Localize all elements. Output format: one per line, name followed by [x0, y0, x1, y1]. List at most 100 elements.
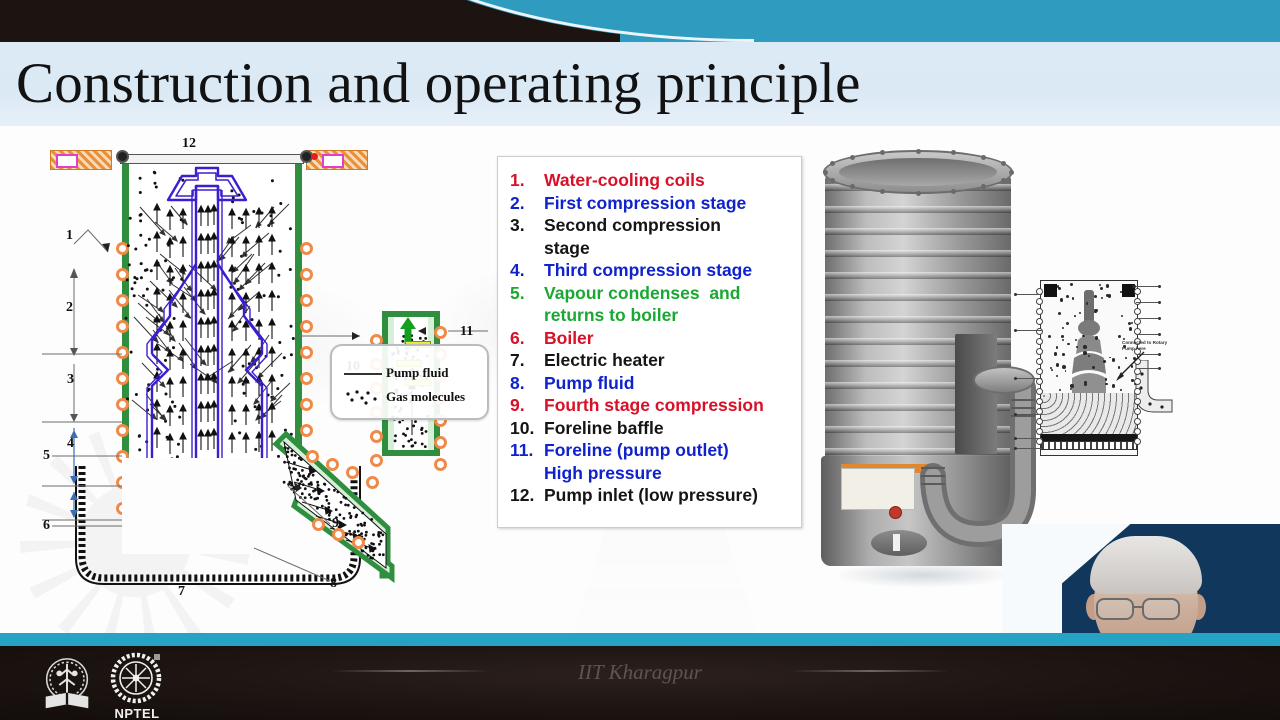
mini-cooling-coil [1036, 298, 1043, 305]
cooling-fin [825, 206, 1011, 213]
cooling-coil [300, 320, 313, 333]
pump-photo-junction-box [955, 334, 997, 454]
mini-gas-molecule [1062, 338, 1065, 341]
mini-cooling-coil [1134, 338, 1141, 345]
pump-photo-foreline-flange [973, 366, 1035, 394]
mini-leader [1016, 294, 1042, 295]
cooling-coil [352, 536, 365, 549]
callout-8: 8 [330, 576, 337, 591]
mini-leader [1136, 334, 1158, 335]
footer-rule-right [790, 670, 950, 672]
mini-gas-molecule [1132, 356, 1136, 361]
cooling-fin [825, 294, 1011, 301]
legend-item-label: Foreline baffle [544, 417, 664, 438]
cooling-fin [825, 360, 1011, 367]
mini-caption-arrow [1116, 351, 1145, 381]
legend-item-number: 3. [510, 215, 525, 235]
mini-cooling-coil [1036, 368, 1043, 375]
mini-gas-molecule [1103, 360, 1106, 363]
mini-gas-molecule [1062, 353, 1066, 357]
mini-leader-dot [1014, 413, 1017, 416]
mini-cooling-coil [1134, 418, 1141, 425]
jacket-interior-mask [122, 458, 312, 554]
mini-cooling-coil [1134, 318, 1141, 325]
inlet-flange-bolt-square-left [56, 154, 78, 168]
mini-gas-molecule [1078, 311, 1082, 314]
mini-cooling-coil [1134, 288, 1141, 295]
cooling-coil [116, 242, 129, 255]
mini-gas-molecule [1119, 291, 1122, 294]
mini-gas-molecule [1056, 285, 1059, 288]
mini-gas-molecule [1111, 358, 1116, 362]
legend-item-1: 1. Water-cooling coils [510, 169, 705, 192]
flange-bolt [981, 184, 987, 190]
cooling-coil [116, 294, 129, 307]
cooling-coil [300, 424, 313, 437]
mini-gas-molecule [1083, 351, 1088, 355]
mini-cooling-coil [1134, 428, 1141, 435]
mini-schematic-caption: Connected to Rotary Pump here [1122, 340, 1168, 351]
callout-7: 7 [178, 584, 185, 599]
presenter-glasses-right-lens [1142, 598, 1180, 620]
diffusion-pump-cutaway-diagram: 1 2 3 4 5 6 7 8 9 10 11 12 Pump fluid [30, 136, 500, 626]
mini-leader-dot [1014, 329, 1017, 332]
legend-item-label: Third compression stage [544, 260, 753, 280]
cooling-coil [326, 458, 339, 471]
cooling-coil [312, 518, 325, 531]
cooling-fin [825, 426, 1011, 433]
mini-leader-dot [1014, 377, 1017, 380]
callout-3: 3 [67, 372, 74, 387]
mini-gas-molecule [1053, 351, 1058, 356]
mini-gas-molecule [1050, 368, 1053, 371]
pump-photo-sight-glass [893, 534, 900, 551]
nptel-wordmark: NPTEL [114, 706, 160, 720]
mini-gas-molecule [1047, 334, 1052, 339]
mini-gas-molecule [1133, 382, 1137, 386]
legend-item-label: Water-cooling coils [544, 170, 705, 190]
legend-item-4: 4.Third compression stage [510, 259, 752, 282]
cooling-coil [116, 424, 129, 437]
mini-cooling-coil [1134, 378, 1141, 385]
cooling-fin [825, 338, 1011, 345]
mini-gas-molecule [1099, 286, 1104, 291]
legend-item-8: 8.Pump fluid [510, 372, 634, 395]
mini-gas-molecule [1131, 365, 1134, 368]
mini-leader-dot [1158, 317, 1161, 320]
diffusion-pump-photo [805, 138, 1065, 608]
mini-gas-molecule [1058, 388, 1061, 391]
mini-gas-molecule [1065, 321, 1070, 326]
mini-cooling-coil [1134, 388, 1141, 395]
mini-gas-molecule [1107, 294, 1112, 298]
callout-leader-lines [42, 229, 488, 582]
nptel-logo [110, 652, 162, 704]
mini-gas-molecule [1091, 366, 1095, 370]
mini-gas-molecule [1065, 294, 1069, 298]
flange-bolt [981, 154, 987, 160]
mini-leader [1016, 438, 1042, 439]
legend-item-label: Electric heater [544, 350, 665, 370]
cooling-fin [825, 316, 1011, 323]
mini-cooling-coil [1036, 338, 1043, 345]
legend-item-12: 12.Pump inlet (low pressure) [510, 484, 758, 507]
mini-gas-molecule [1105, 383, 1108, 386]
footer-teal-strip [0, 633, 1280, 646]
title-band [0, 42, 1280, 126]
mini-leader [1016, 448, 1042, 449]
cooling-coil [434, 458, 447, 471]
mini-cooling-coil [1036, 378, 1043, 385]
flange-bolt [1001, 177, 1007, 183]
mini-gas-molecule [1057, 311, 1061, 315]
legend-item-6: 6.Boiler [510, 327, 594, 350]
mini-gas-molecule [1049, 366, 1052, 369]
mini-gas-molecule [1088, 354, 1091, 357]
legend-item-number: 1. [510, 170, 525, 190]
cooling-coil [332, 528, 345, 541]
flange-bolt [915, 148, 921, 154]
legend-item-number: 5. [510, 282, 525, 303]
flange-bolt [879, 150, 885, 156]
mini-leader-dot [1158, 285, 1161, 288]
presenter-video-inset [1002, 524, 1280, 633]
mini-cooling-coil [1036, 308, 1043, 315]
page-title: Construction and operating principle [16, 52, 861, 115]
